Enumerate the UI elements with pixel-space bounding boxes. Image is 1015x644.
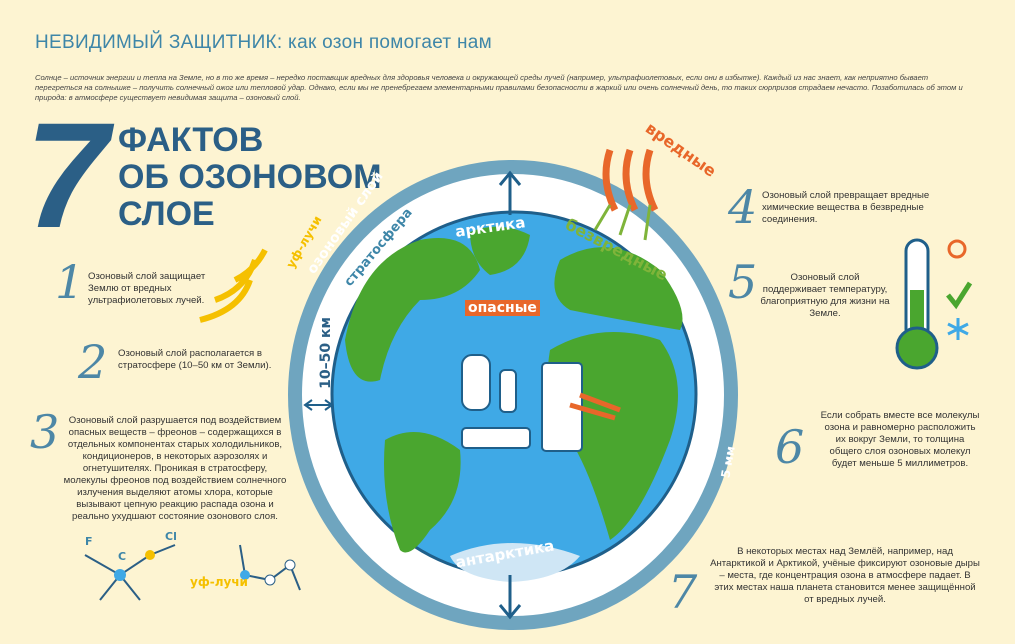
distance-arrow-icon bbox=[303, 399, 334, 411]
fluorine-label: F bbox=[85, 535, 93, 548]
dangerous-arrow-icon bbox=[569, 392, 621, 421]
greenland bbox=[470, 226, 530, 275]
north-america bbox=[345, 238, 480, 382]
heading-line: ФАКТОВ bbox=[118, 121, 264, 159]
chlorine-label: Cl bbox=[165, 530, 177, 543]
air-conditioner-icon bbox=[461, 427, 531, 449]
fact-text: Озоновый слой поддерживает температуру, … bbox=[760, 272, 890, 319]
carbon-label: C bbox=[118, 550, 127, 563]
fact-text: Озоновый слой защищает Землю от вредных … bbox=[88, 271, 206, 306]
heading-line: СЛОЕ bbox=[118, 195, 215, 233]
intro-paragraph: Солнце – источник энергии и тепла на Зем… bbox=[35, 73, 963, 102]
uv-rays-icon bbox=[199, 248, 268, 323]
molecule-diagram bbox=[84, 544, 301, 601]
fact-number: 4 bbox=[728, 180, 758, 234]
uv-label-molecule: уф-лучи bbox=[190, 575, 248, 589]
fact-text: Озоновый слой превращает вредные химичес… bbox=[762, 190, 930, 225]
snowflake-icon bbox=[947, 318, 969, 340]
fact-text: В некоторых местах над Землёй, например,… bbox=[710, 546, 980, 605]
check-icon bbox=[946, 281, 973, 310]
fact-number: 1 bbox=[55, 255, 85, 309]
south-america bbox=[384, 432, 461, 553]
fact-number: 7 bbox=[668, 565, 698, 619]
pole-arrows-icon bbox=[498, 170, 522, 620]
big-number-seven: 7 bbox=[25, 91, 109, 259]
heading-line: ОБ ОЗОНОВОМ bbox=[118, 158, 382, 196]
page-title: НЕВИДИМЫЙ ЗАЩИТНИК: как озон помогает на… bbox=[35, 32, 493, 53]
antarctica bbox=[450, 543, 580, 582]
harmless-rays-icon bbox=[593, 204, 652, 241]
fact-number: 5 bbox=[728, 255, 758, 309]
extinguisher-icon bbox=[461, 354, 491, 411]
fact-number: 6 bbox=[775, 420, 805, 474]
fact-number: 2 bbox=[78, 335, 108, 389]
fact-text: Озоновый слой располагается в стратосфер… bbox=[118, 348, 272, 371]
fact-number: 3 bbox=[30, 405, 60, 459]
aerosol-icon bbox=[499, 369, 517, 413]
eurasia bbox=[554, 247, 683, 330]
dangerous-label: опасные bbox=[465, 300, 540, 316]
main-heading: ФАКТОВ ОБ ОЗОНОВОМ СЛОЕ bbox=[118, 122, 382, 233]
sun-icon bbox=[947, 239, 967, 259]
distance-label: 10–50 км bbox=[317, 317, 334, 389]
fact-text: Если собрать вместе все молекулы озона и… bbox=[820, 410, 980, 469]
fact-text: Озоновый слой разрушается под воздействи… bbox=[63, 415, 287, 522]
harmful-rays-icon bbox=[602, 148, 659, 212]
